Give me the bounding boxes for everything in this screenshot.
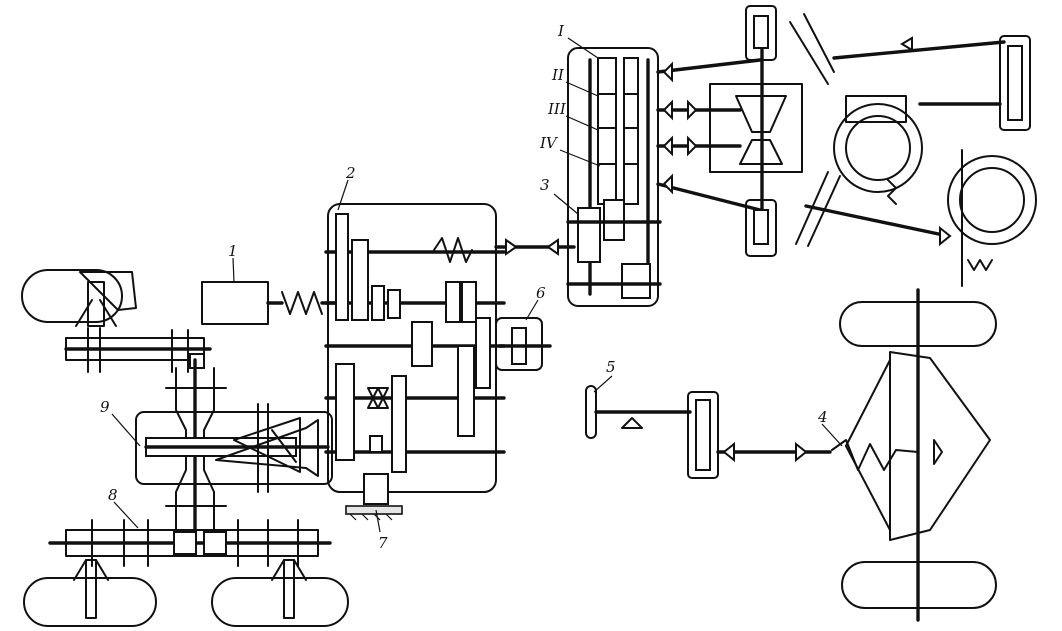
gear-stage-IV: IV — [539, 134, 559, 152]
callout-5: 5 — [606, 358, 616, 376]
callout-8: 8 — [108, 486, 118, 504]
callout-2: 2 — [345, 164, 356, 182]
power-take-off — [495, 317, 552, 371]
upper-axle-housing — [64, 327, 212, 373]
right-track-idlers — [833, 95, 1037, 287]
gear-stage-II: II — [551, 66, 565, 84]
callout-1: 1 — [228, 242, 238, 260]
callout-leaders — [111, 37, 843, 533]
lower-drive-unit — [745, 171, 841, 257]
propeller-shaft — [494, 238, 576, 256]
rear-right-wheel-pair — [211, 559, 349, 627]
right-final-drives — [832, 35, 1031, 131]
steering-output-shafts — [656, 58, 762, 212]
rear-left-wheel-pair — [23, 559, 157, 627]
gear-stage-III: III — [547, 100, 567, 118]
lower-right-shaft — [804, 204, 952, 247]
upper-drive-unit — [745, 5, 835, 85]
front-left-wheel-pair — [21, 269, 137, 327]
callout-labels: 1 2 3 4 5 6 7 8 9 I II III IV — [100, 22, 828, 552]
gear-stage-I: I — [557, 22, 565, 40]
main-gearbox — [324, 203, 506, 493]
final-drive-housing — [135, 403, 333, 493]
callout-6: 6 — [536, 284, 546, 302]
engine — [201, 281, 340, 325]
pump-unit — [345, 473, 403, 521]
callout-3: 3 — [540, 176, 550, 194]
callout-7: 7 — [378, 534, 388, 552]
differential — [709, 28, 803, 242]
lower-axle-housing — [48, 519, 332, 567]
callout-9: 9 — [100, 398, 110, 416]
steering-wheel — [585, 385, 832, 479]
steering-gearbox — [566, 47, 662, 307]
steering-linkage — [831, 288, 997, 622]
callout-4: 4 — [817, 408, 828, 426]
